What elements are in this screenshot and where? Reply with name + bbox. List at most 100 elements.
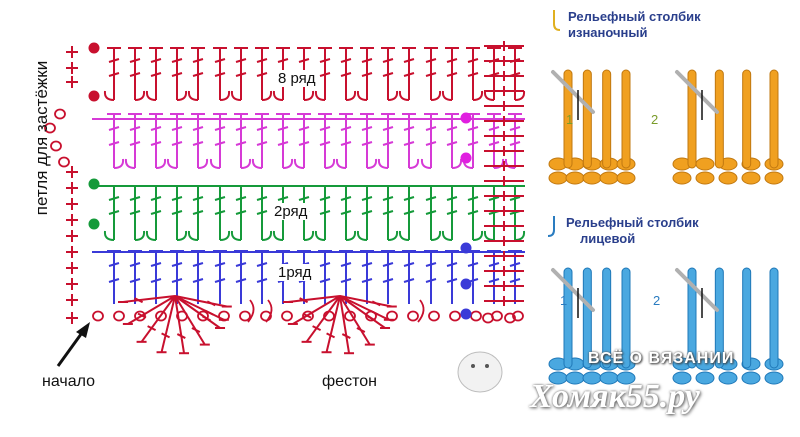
row-pink-stitch-1-bar-1 [129,141,141,146]
scallop-left-bar-1 [206,300,216,307]
scallop-right-bar-2 [367,315,376,322]
row-label-8: 8 ряд [276,70,318,87]
row1-stitch-6-bar-0 [235,262,247,267]
row1-stitch-14-bar-0 [403,262,415,267]
row-pink-stitch-19-bar-0 [509,126,521,131]
legend-knit-step2-art-knot-0-4 [764,371,784,385]
row8-stitch-9-hook [303,90,315,101]
legend-purl-title: Рельефный столбик изнаночный [568,9,701,41]
row2-stitch-11-hook [345,230,357,241]
scallop-right-ray-3 [339,295,371,346]
row8-stitch-10-hook [314,90,326,101]
legend-knit-step2-art-post-0 [687,267,697,369]
row1-stitch-12-bar-0 [361,262,373,267]
scallop-right-ray-4 [339,295,351,354]
row-pink-stitch-16-bar-0 [446,126,458,131]
row1-stitch-1-bar-0 [129,262,141,267]
legend-purl-step2-art-knot-0-0 [672,171,692,185]
row2-stitch-1-bar-0 [129,196,141,201]
chain-loop-17 [449,310,461,322]
row2-stitch-17-bar-0 [467,196,479,201]
turning-dot-1 [88,90,100,102]
row1-stitch-3-bar-1 [171,278,183,283]
row2-stitch-3-bar-0 [171,196,183,201]
scallop-left-bar-3 [191,327,201,333]
row1-stitch-7-bar-1 [256,278,268,283]
row-pink-stitch-11-hook [335,158,347,169]
row8-stitch-4-bar-1 [192,72,204,77]
row2-stitch-13-bar-1 [382,210,394,215]
row1-stitch-13-bar-0 [382,262,394,267]
row-pink-stitch-3-hook [166,158,178,169]
hamster-logo-eye-left [471,364,475,368]
row2-stitch-5-bar-1 [214,210,226,215]
chain-loop-5 [197,310,209,322]
row8-stitch-3-hook [176,90,188,101]
scallop-left-ray-5 [160,295,176,353]
chain-loop-end-1 [482,312,494,324]
start-label: начало [42,373,96,390]
row8-stitch-3-bar-0 [171,58,183,63]
legend-knit-step2-art-knot-0-2 [718,371,738,385]
row8-stitch-13-hook [387,90,399,101]
row8-stitch-18-hook [483,90,495,101]
legend-knit-title-line1: Рельефный столбик [566,215,699,230]
legend-purl-step1-art-knot-0-1 [565,171,585,185]
chain-loop-0 [92,310,104,322]
chain-loop-3 [155,310,167,322]
scallop-right-bar-4 [341,333,351,339]
row2-stitch-2-bar-1 [150,210,162,215]
row8-stitch-17-bar-0 [467,58,479,63]
scallop-right-bar-6 [312,325,322,331]
row8-stitch-9-bar-0 [298,58,310,63]
row8-stitch-17-bar-1 [467,72,479,77]
scallop-left-ray-2 [174,295,221,329]
row2-stitch-16-bar-0 [446,196,458,201]
scallop-right-ray-2 [339,295,386,329]
row8-stitch-8-hook [272,90,284,101]
legend-purl-step2-art-post-3 [769,69,779,169]
legend-purl-step1-art-post-2 [602,69,612,169]
row8-stitch-12-bar-1 [361,72,373,77]
row8-stitch-0-bar-0 [108,58,120,63]
row8-stitch-8-bar-0 [277,58,289,63]
row-label-2: 2ряд [272,203,310,220]
turning-dot-0 [88,42,100,54]
row8-stitch-2-bar-0 [150,58,162,63]
row-pink-stitch-0-bar-0 [108,126,120,131]
row-pink-stitch-4-bar-1 [192,141,204,146]
row8-stitch-16-bar-0 [446,58,458,63]
row2-stitch-5-hook [219,230,231,241]
turning-dot-2 [88,178,100,190]
row1-stitch-11-bar-0 [340,262,352,267]
scallop-left-bar-4 [176,333,186,339]
row2-stitch-1-bar-1 [129,210,141,215]
row-pink-stitch-2-bar-1 [150,141,162,146]
legend-purl-step1-art-post-1 [582,69,592,169]
scallop-left-bar-2 [202,315,211,322]
row8-stitch-6-hook [230,90,242,101]
legend-purl-step1-art-knot-0-4 [616,171,636,185]
row8-stitch-10-bar-0 [319,58,331,63]
row8-stitch-5-hook [219,90,231,101]
row-pink-stitch-4-bar-0 [192,126,204,131]
row2-stitch-9-hook [303,230,315,241]
scallop-right-ray-8 [287,295,341,303]
row1-stitch-5-bar-0 [214,262,226,267]
legend-purl-step2-art-knot-0-4 [764,171,784,185]
row1-stitch-10-bar-1 [319,278,331,283]
row2-stitch-14-bar-1 [403,210,415,215]
chain-loop-1 [113,310,125,322]
side-arc-2 [417,299,425,323]
scallop-right-bar-7 [302,312,312,319]
legend-purl-title-line2: изнаночный [568,25,648,40]
row-pink-stitch-10-hook [324,158,336,169]
turning-dot-8 [460,308,472,320]
row2-stitch-0-hook [103,230,115,241]
row-pink-stitch-16-hook [451,158,463,169]
row8-stitch-4-bar-0 [192,58,204,63]
row2-stitch-12-bar-0 [361,196,373,201]
row8-stitch-16-hook [441,90,453,101]
legend-purl-step2-art-post-2 [742,69,752,169]
row2-stitch-8-hook [272,230,284,241]
